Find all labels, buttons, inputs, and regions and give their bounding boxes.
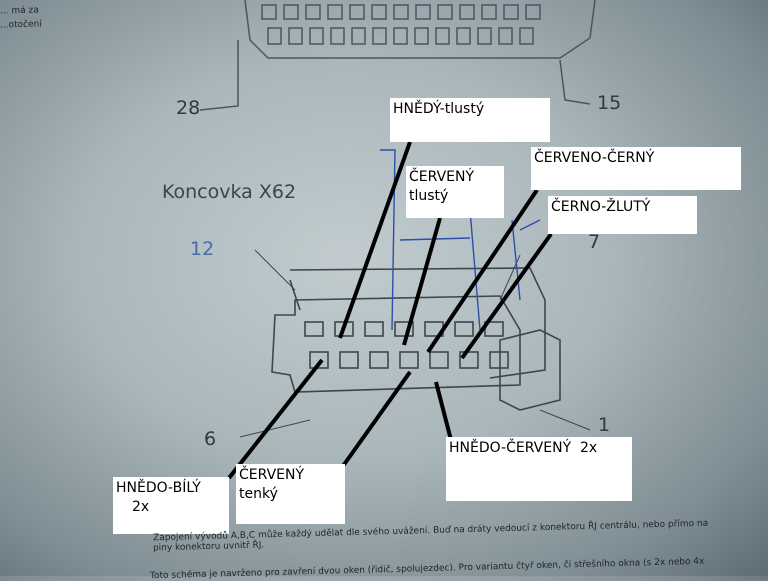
connector-cell [503,4,519,20]
label-cerveny-tlusty: ČERVENÝ tlustý [406,166,504,218]
connector-cell [339,351,359,369]
label-text: ČERVENÝ [409,169,475,185]
connector-title: Koncovka X62 [162,181,297,203]
pin-number: 28 [176,97,201,119]
label-cerveno-cerny: ČERVENO-ČERNÝ [531,147,741,190]
connector-cell [330,27,345,45]
label-text: tlustý [409,188,449,204]
pin-number: 7 [588,231,601,253]
connector-cell [351,27,366,45]
connector-cell [327,4,343,20]
connector-cell [394,321,414,337]
connector-cell [456,27,471,45]
label-hnedo-cerveny: HNĚDO-ČERVENÝ 2x [446,437,632,501]
blue-pen-marks [380,149,541,331]
leader-cerveno-cerny [426,188,539,354]
leader-cerno-zluty [460,232,553,360]
connector-cell [481,4,497,20]
connector-cell [525,4,541,20]
connector-cell [415,4,431,20]
connector-cell [477,27,492,45]
leader-hnedo-bily [227,358,324,480]
leader-hnedo-cerveny [434,381,453,441]
connector-cell [288,27,303,45]
leader-cerveny-tlusty [402,217,442,346]
connector-cell [369,351,389,369]
connector-cell [459,351,479,369]
top-connector [199,0,596,111]
label-text: tenký [239,486,278,502]
label-cerveny-tenky: ČERVENÝ tenký [236,464,345,524]
connector-cell [498,27,513,45]
connector-cell [349,4,365,20]
label-text: HNĚDO-ČERVENÝ 2x [449,440,598,456]
connector-cell [489,351,509,369]
connector-cell [437,4,453,20]
leader-cerveny-tenky [341,370,412,468]
label-text: HNĚDÝ-tlustý [393,101,485,117]
connector-cell [309,27,324,45]
connector-cell [429,351,449,369]
label-text: HNĚDO-BÍLÝ [116,480,201,496]
connector-cell [304,321,324,337]
doc-fragment: ... má za [0,5,39,17]
label-cerno-zluty: ČERNO-ŽLUTÝ [548,196,697,234]
connector-cell [267,27,282,45]
pin-number: 1 [598,414,611,436]
label-text: ČERNO-ŽLUTÝ [551,199,651,215]
pin-number: 12 [190,238,215,260]
connector-cell [393,4,409,20]
connector-cell [393,27,408,45]
connector-cell [454,321,474,337]
wire-leader-lines [227,141,553,480]
pin-number: 6 [204,428,217,450]
leader-hnedy-tlusty [338,141,412,339]
pin-number: 15 [597,92,622,114]
label-text: ČERVENÝ [239,467,305,483]
label-text: 2x [132,499,150,515]
connector-cell [399,351,419,369]
label-text: ČERVENO-ČERNÝ [534,150,655,166]
connector-cell [459,4,475,20]
connector-cell [283,4,299,20]
label-hnedy-tlusty: HNĚDÝ-tlustý [390,98,550,142]
connector-cell [435,27,450,45]
connector-cell [519,27,534,45]
label-hnedo-bily: HNĚDO-BÍLÝ 2x [113,477,229,534]
connector-cell [261,4,277,20]
connector-cell [371,4,387,20]
connector-cell [414,27,429,45]
connector-cell [372,27,387,45]
doc-fragment: ...otočení [0,19,42,31]
connector-cell [305,4,321,20]
connector-cell [364,321,384,337]
connector-cell [309,351,329,369]
bottom-connector [239,249,591,438]
